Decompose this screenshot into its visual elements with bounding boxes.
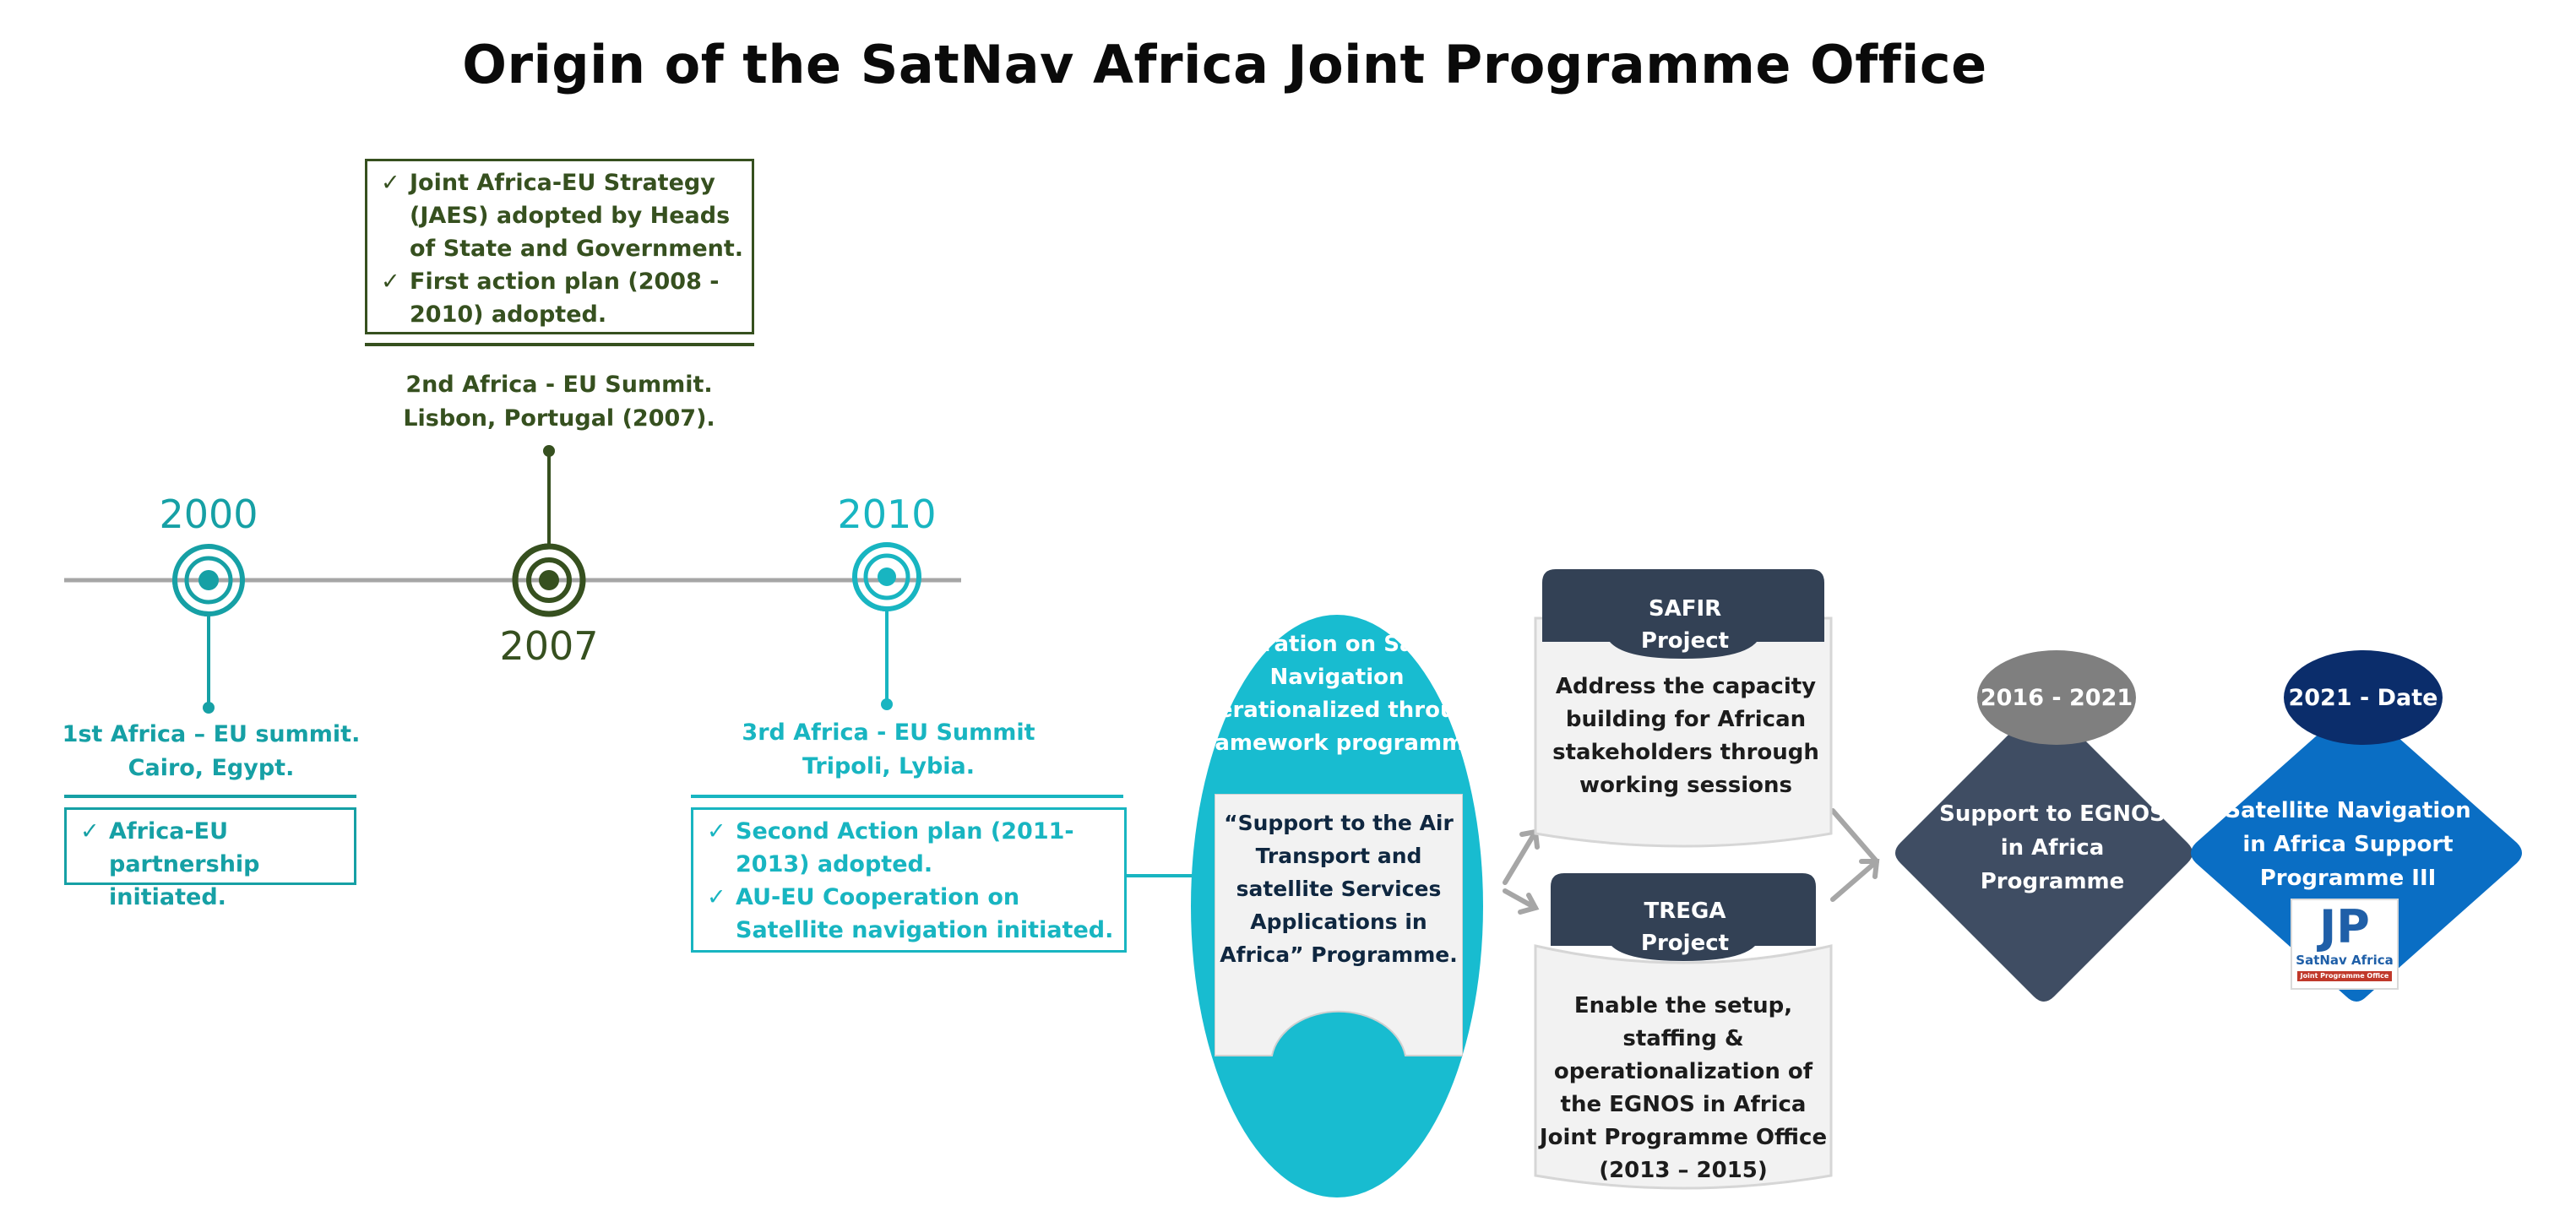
page-title: Origin of the SatNav Africa Joint Progra… [462, 34, 1987, 95]
event-checklist-2000: ✓Africa-EU partnership initiated. [64, 807, 356, 910]
programme-satnav: Satellite Navigation in Africa Support P… [2225, 798, 2471, 891]
check-mark-icon: ✓ [707, 884, 726, 910]
logo-line-2: Joint Programme Office [2297, 971, 2392, 981]
period-badge-2021: 2021 - Date [2284, 650, 2443, 745]
programme-egnos: Support to EGNOS in Africa Programme [1939, 801, 2166, 894]
programme-card [1215, 794, 1463, 1056]
list-item: ✓Africa-EU partnership initiated. [73, 815, 347, 914]
target-icon-2007 [512, 445, 586, 617]
list-item: ✓Second Action plan (2011-2013) adopted. [700, 815, 1117, 881]
safir-description: Address the capacity building for Africa… [1552, 674, 1819, 798]
cooperation-title: Cooperation on Satellite Navigation oper… [1186, 632, 1488, 756]
jpo-logo: JP SatNav Africa Joint Programme Office [2291, 899, 2399, 990]
safir-card [1534, 569, 1833, 848]
trega-card [1534, 873, 1833, 1190]
year-2000: 2000 [159, 491, 258, 537]
logo-mark: JP [2319, 900, 2370, 953]
trega-header: TREGA Project [1640, 899, 1730, 956]
check-mark-icon: ✓ [381, 170, 400, 196]
event-caption-2010: 3rd Africa - EU Summit Tripoli, Lybia. [742, 720, 1035, 779]
check-mark-icon: ✓ [80, 818, 100, 844]
event-checklist-2007: ✓Joint Africa-EU Strategy (JAES) adopted… [365, 159, 754, 334]
trega-description: Enable the setup, staffing & operational… [1539, 993, 1828, 1183]
programme-diamonds [1895, 704, 2522, 1002]
logo-line-1: SatNav Africa [2296, 953, 2394, 968]
year-2010: 2010 [837, 491, 937, 537]
safir-header: SAFIR Project [1640, 596, 1730, 654]
target-icon-2010 [852, 542, 921, 710]
check-mark-icon: ✓ [381, 269, 400, 295]
programme-name: “Support to the Air Transport and satell… [1220, 811, 1458, 967]
target-icon-2000 [172, 544, 245, 714]
event-caption-2007: 2nd Africa - EU Summit. Lisbon, Portugal… [403, 372, 715, 432]
list-item: ✓Joint Africa-EU Strategy (JAES) adopted… [374, 166, 745, 265]
list-item: ✓First action plan (2008 - 2010) adopted… [374, 265, 745, 331]
period-badge-2016: 2016 - 2021 [1977, 650, 2136, 745]
list-item: ✓AU-EU Cooperation on Satellite navigati… [700, 881, 1117, 947]
event-checklist-2010: ✓Second Action plan (2011-2013) adopted.… [691, 807, 1127, 953]
year-2007: 2007 [499, 623, 599, 669]
event-caption-2000: 1st Africa – EU summit. Cairo, Egypt. [62, 721, 361, 781]
check-mark-icon: ✓ [707, 818, 726, 844]
